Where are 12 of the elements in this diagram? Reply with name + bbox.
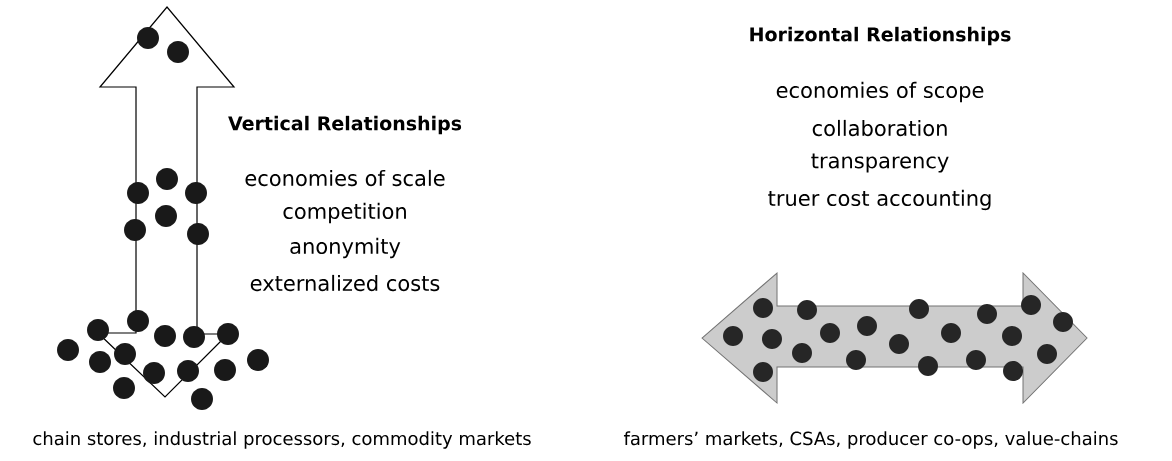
term-label: transparency	[811, 153, 949, 173]
term-label: economies of scope	[776, 81, 984, 103]
term-label: externalized costs	[250, 274, 440, 292]
term-label: competition	[283, 202, 406, 224]
caption-text: chain stores, industrial processors, commodity markets	[33, 431, 531, 449]
section-heading: Horizontal Relationships	[750, 26, 1011, 46]
caption-text: farmers’ markets, CSAs, producer co-ops, value-chains	[623, 431, 1118, 449]
term-label: truer cost accounting	[768, 189, 991, 211]
term-label: anonymity	[290, 237, 401, 259]
term-label: economies of scale	[245, 169, 445, 187]
term-label: collaboration	[812, 119, 947, 137]
section-heading: Vertical Relationships	[228, 115, 462, 135]
